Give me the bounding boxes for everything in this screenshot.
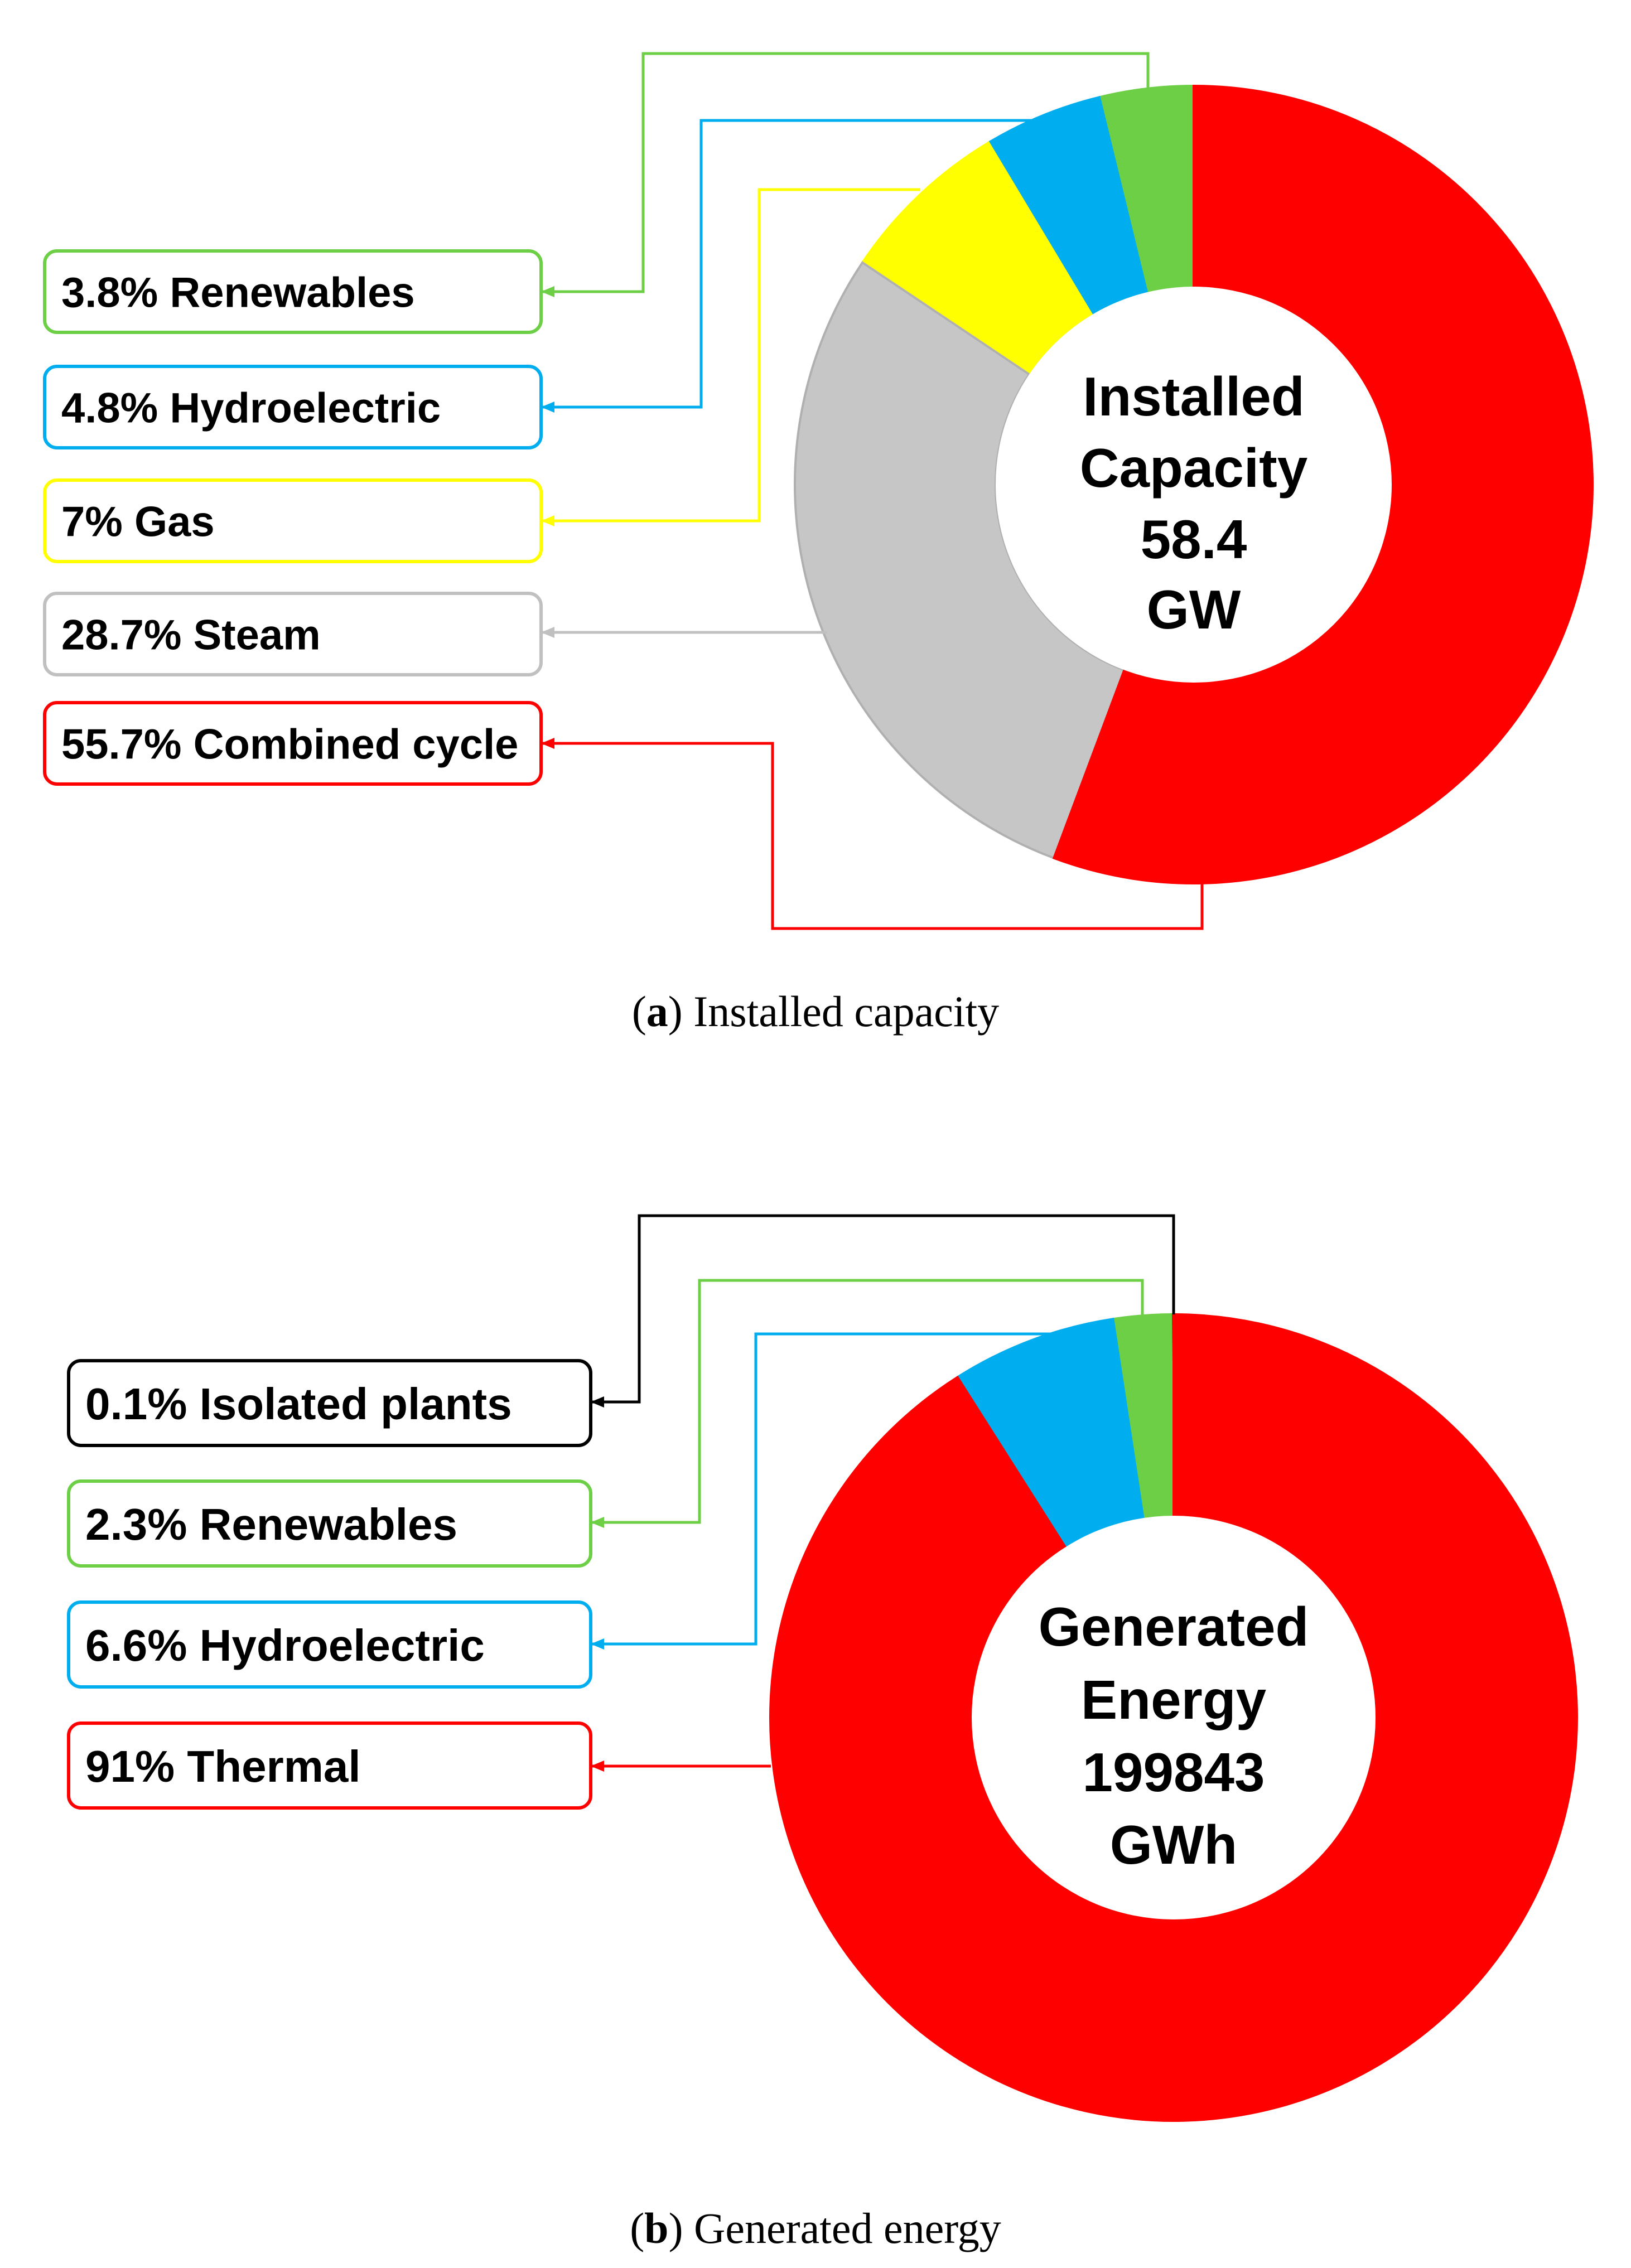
center-label-line: Capacity [1080,437,1308,499]
slice-label: 3.8% Renewables [61,269,415,316]
connector-line [591,1214,1175,1404]
slice-label: 4.8% Hydroelectric [61,384,441,432]
center-label-line: Generated [1039,1596,1309,1657]
connector-arrowhead [591,1517,604,1528]
figure-caption: (b) Generated energy [630,2204,1001,2252]
connector-line [541,188,920,523]
center-label-line: Energy [1081,1669,1266,1730]
slice-label: 55.7% Combined cycle [61,720,518,768]
slice-label: 7% Gas [61,498,215,545]
center-label-line: GW [1147,579,1241,640]
connector-line [541,742,1204,930]
center-label-line: 58.4 [1141,509,1247,570]
connector-arrowhead [541,738,554,749]
connector-arrowhead [541,402,554,413]
donut-hole [972,1516,1376,1919]
slice-label: 91% Thermal [85,1742,361,1791]
connector-line [591,1279,1144,1524]
figure-caption: (a) Installed capacity [632,987,999,1036]
connector-arrowhead [591,1638,604,1650]
slice-label: 2.3% Renewables [85,1500,457,1549]
connector-arrowhead [591,1396,604,1408]
center-label-line: Installed [1083,366,1305,427]
donut-hole [996,287,1392,683]
slice-label: 28.7% Steam [61,611,321,659]
connector-line [541,119,1034,409]
connector-arrowhead [591,1761,604,1772]
center-label-line: GWh [1110,1814,1238,1875]
slice-2 [956,1317,1145,1549]
connector-line [541,52,1150,293]
legend-box [43,592,543,676]
connector-arrowhead [541,627,554,638]
connector-line [591,1329,1077,1646]
connector-arrowhead [541,515,554,526]
center-label-line: 199843 [1082,1742,1265,1803]
slice-label: 0.1% Isolated plants [85,1379,512,1429]
connector-arrowhead [541,286,554,297]
slice-label: 6.6% Hydroelectric [85,1621,485,1670]
